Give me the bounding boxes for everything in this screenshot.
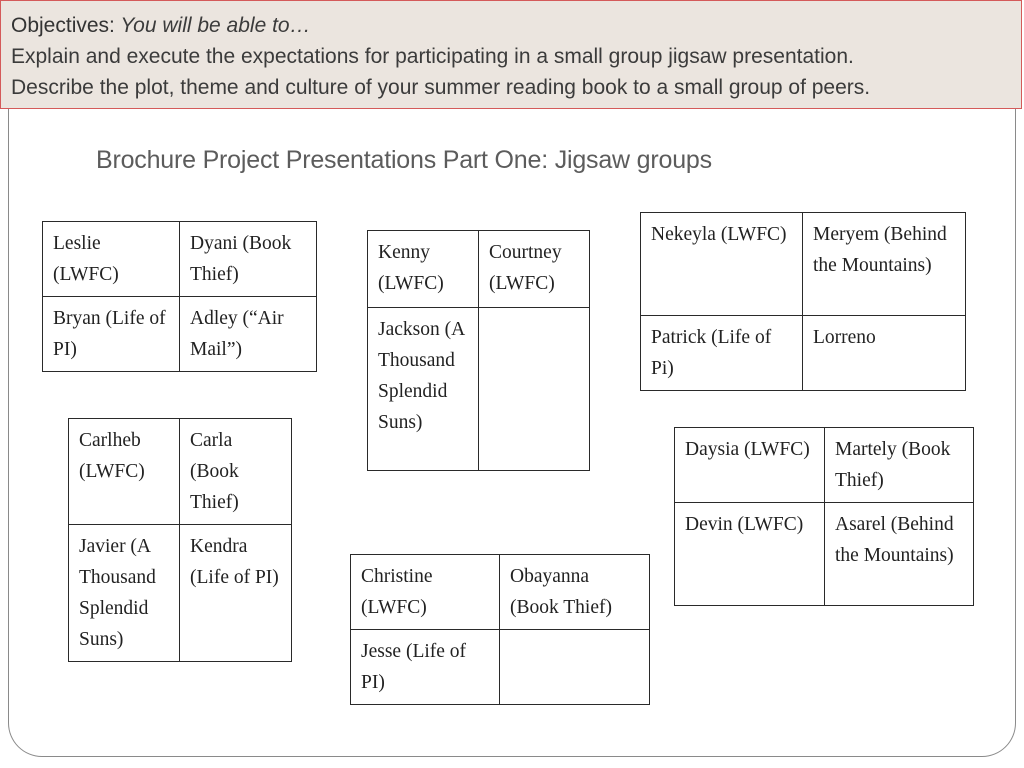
group-4-member-4: Kendra (Life of PI) (179, 524, 292, 662)
group-table-5: Daysia (LWFC) Martely (Book Thief) Devin… (674, 427, 974, 606)
group-table-4: Carlheb (LWFC) Carla (Book Thief) Javier… (68, 418, 292, 662)
group-2-member-2: Courtney (LWFC) (478, 230, 590, 308)
group-2-member-3: Jackson (A Thousand Splendid Suns) (367, 307, 479, 471)
group-2-member-1: Kenny (LWFC) (367, 230, 479, 308)
group-1-member-2: Dyani (Book Thief) (179, 221, 317, 297)
objective-1: Explain and execute the expectations for… (11, 45, 854, 68)
group-3-member-2: Meryem (Behind the Mountains) (802, 212, 966, 316)
group-4-member-2: Carla (Book Thief) (179, 418, 292, 525)
group-3-member-1: Nekeyla (LWFC) (640, 212, 803, 316)
group-1-member-3: Bryan (Life of PI) (42, 296, 180, 372)
group-5-member-4: Asarel (Behind the Mountains) (824, 502, 974, 606)
group-4-member-3: Javier (A Thousand Splendid Suns) (68, 524, 180, 662)
group-3-member-3: Patrick (Life of Pi) (640, 315, 803, 391)
objectives-box: Objectives: You will be able to… Explain… (0, 0, 1022, 109)
group-1-member-1: Leslie (LWFC) (42, 221, 180, 297)
slide-frame (8, 60, 1016, 757)
group-table-1: Leslie (LWFC) Dyani (Book Thief) Bryan (… (42, 221, 317, 372)
group-6-member-2: Obayanna (Book Thief) (499, 554, 650, 630)
group-2-member-4 (478, 307, 590, 471)
slide-title: Brochure Project Presentations Part One:… (96, 146, 712, 174)
objective-2: Describe the plot, theme and culture of … (11, 76, 871, 99)
objectives-lead: You will be able to… (114, 14, 311, 37)
group-4-member-1: Carlheb (LWFC) (68, 418, 180, 525)
group-table-6: Christine (LWFC) Obayanna (Book Thief) J… (350, 554, 650, 705)
group-6-member-1: Christine (LWFC) (350, 554, 500, 630)
group-1-member-4: Adley (“Air Mail”) (179, 296, 317, 372)
group-5-member-1: Daysia (LWFC) (674, 427, 825, 503)
group-table-3: Nekeyla (LWFC) Meryem (Behind the Mounta… (640, 212, 966, 391)
group-6-member-3: Jesse (Life of PI) (350, 629, 500, 705)
group-5-member-2: Martely (Book Thief) (824, 427, 974, 503)
group-6-member-4 (499, 629, 650, 705)
group-3-member-4: Lorreno (802, 315, 966, 391)
group-5-member-3: Devin (LWFC) (674, 502, 825, 606)
group-table-2: Kenny (LWFC) Courtney (LWFC) Jackson (A … (367, 230, 590, 471)
objectives-heading: Objectives: (11, 14, 115, 37)
objectives-header-line: Objectives: You will be able to… (11, 10, 1021, 41)
